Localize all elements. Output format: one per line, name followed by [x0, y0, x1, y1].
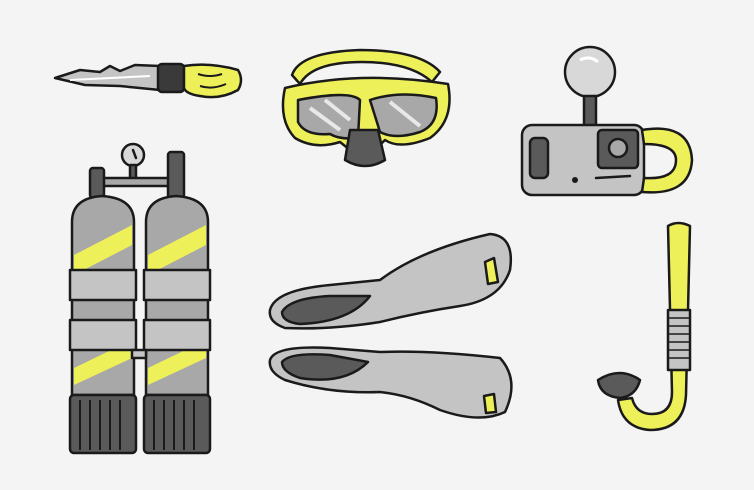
underwater-camera-icon	[520, 45, 694, 197]
scuba-tanks-icon	[68, 142, 212, 455]
dive-mask-icon	[281, 48, 451, 168]
swim-fins-icon	[268, 232, 513, 419]
snorkel-icon	[596, 221, 692, 432]
dive-knife-icon	[53, 62, 243, 99]
